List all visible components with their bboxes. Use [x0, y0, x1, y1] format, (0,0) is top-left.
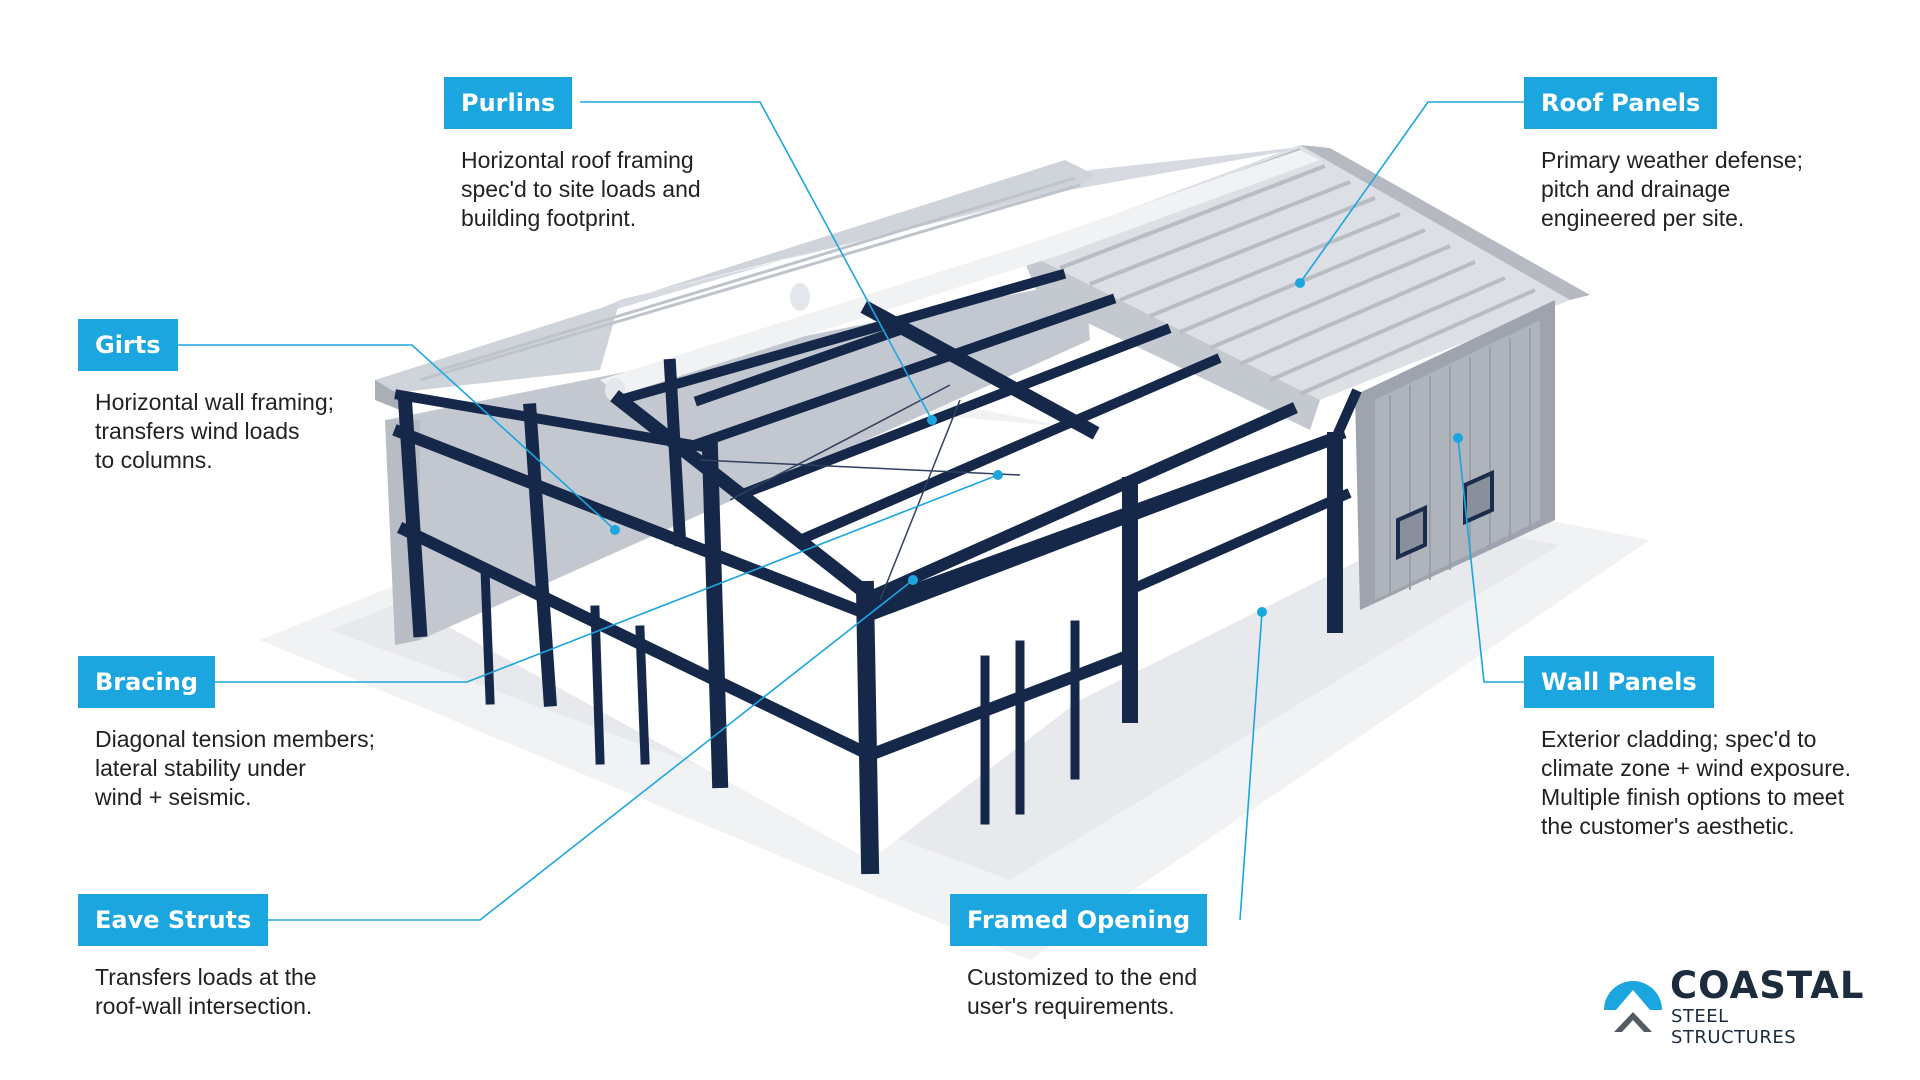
leader-lines — [177, 101, 1708, 921]
eave-struts-label: Eave Struts — [78, 894, 269, 946]
wall-panels-line: climate zone + wind exposure. — [1541, 755, 1852, 781]
wall-panels-label: Wall Panels — [1524, 656, 1714, 708]
coastal-logo-mark-icon — [1604, 981, 1662, 1032]
bracing-line: lateral stability under — [95, 755, 306, 781]
purlins-line: building footprint. — [461, 205, 637, 231]
roof-panels-description: Primary weather defense; pitch and drain… — [1541, 146, 1803, 233]
bracing-rods — [699, 384, 1021, 601]
girts-line: transfers wind loads — [95, 418, 300, 444]
roof-panels-line: pitch and drainage — [1541, 176, 1731, 202]
eave-struts-line: roof-wall intersection. — [95, 993, 313, 1019]
eave-struts-line: Transfers loads at the — [95, 964, 317, 990]
purlins-label: Purlins — [444, 77, 573, 129]
bracing-description: Diagonal tension members; lateral stabil… — [95, 725, 375, 812]
end-wall-openings — [1396, 469, 1494, 561]
back-roof-ribs — [419, 176, 1081, 382]
girts-label: Girts — [78, 319, 178, 371]
brand-name: COASTAL — [1670, 964, 1865, 1007]
purlins-line: Horizontal roof framing — [461, 147, 694, 173]
coastal-logo: COASTAL STEEL STRUCTURES — [1600, 960, 1863, 1048]
roof-panels-line: engineered per site. — [1541, 205, 1745, 231]
framed-opening-line: Customized to the end — [967, 964, 1198, 990]
framed-opening-description: Customized to the end user's requirement… — [967, 963, 1197, 1021]
bracing-label: Bracing — [78, 656, 216, 708]
ridge-cap — [600, 150, 1320, 402]
framed-opening-label: Framed Opening — [950, 894, 1208, 946]
leader-dots — [610, 278, 1463, 617]
purlins-line: spec'd to site loads and — [461, 176, 701, 202]
roof-panels-label: Roof Panels — [1524, 77, 1718, 129]
girts-line: to columns. — [95, 447, 213, 473]
framed-opening-line: user's requirements. — [967, 993, 1175, 1019]
eave-struts-description: Transfers loads at the roof-wall interse… — [95, 963, 317, 1021]
wall-panels-line: the customer's aesthetic. — [1541, 813, 1795, 839]
purlins-description: Horizontal roof framing spec'd to site l… — [461, 146, 701, 233]
end-wall-ribs — [1389, 328, 1531, 595]
wall-panels-line: Exterior cladding; spec'd to — [1541, 726, 1817, 752]
roof-panels-line: Primary weather defense; — [1541, 147, 1804, 173]
bracing-line: wind + seismic. — [95, 784, 252, 810]
brand-subtitle: STEEL STRUCTURES — [1671, 1006, 1797, 1048]
girts-description: Horizontal wall framing; transfers wind … — [95, 388, 334, 475]
wall-panels-description: Exterior cladding; spec'd to climate zon… — [1541, 725, 1851, 841]
wall-panels-line: Multiple finish options to meet — [1541, 784, 1844, 810]
bracing-line: Diagonal tension members; — [95, 726, 375, 752]
girts-line: Horizontal wall framing; — [95, 389, 335, 415]
steel-frame — [392, 268, 1362, 875]
